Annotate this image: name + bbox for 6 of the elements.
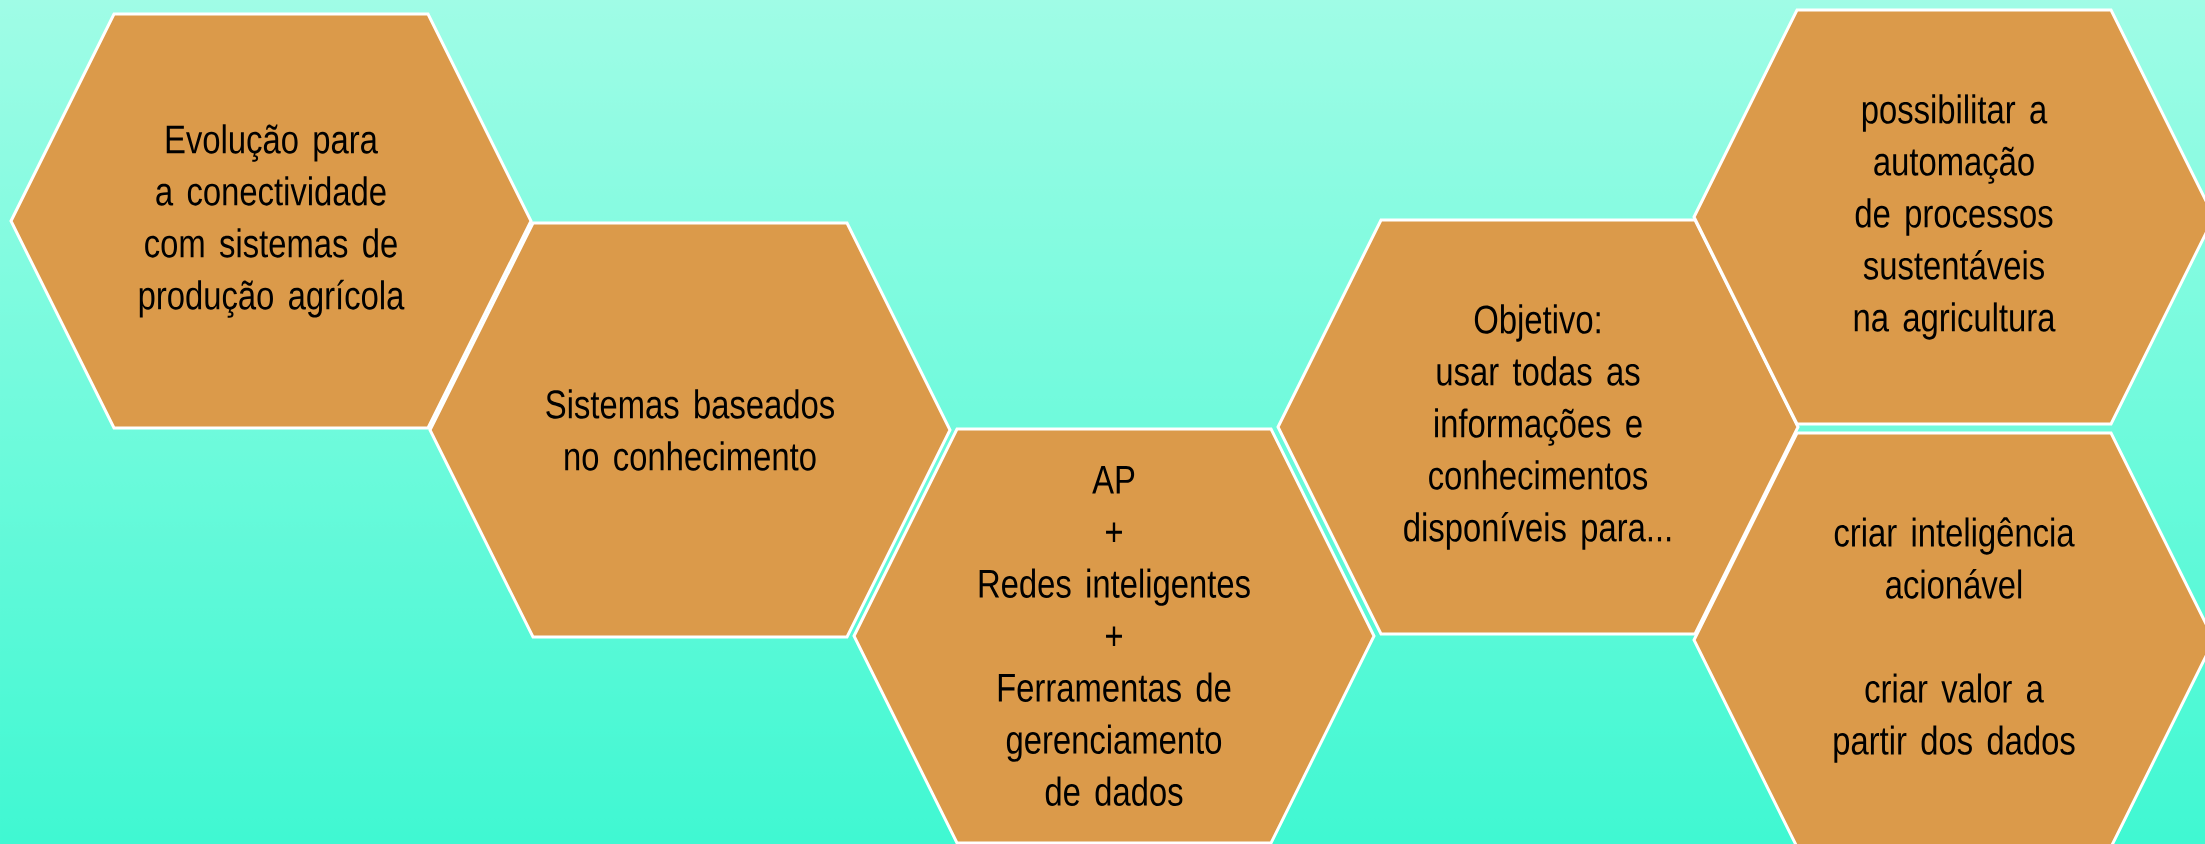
hexagon: Objetivo: usar todas as informações e conhecimentos disponíveis para... (1276, 218, 1800, 636)
hexagon: AP + Redes inteligentes + Ferramentas de gerenciamento de dados (852, 427, 1376, 844)
hexagon: possibilitar a automação de processos sustentáveis na agricultura (1692, 8, 2205, 426)
hexagon: Sistemas baseados no conhecimento (428, 221, 952, 639)
hexagon: Evolução para a conectividade com sistemas de produção agrícola (9, 12, 533, 430)
hexagon: criar inteligência acionável criar valor a partir dos dados (1692, 431, 2205, 844)
